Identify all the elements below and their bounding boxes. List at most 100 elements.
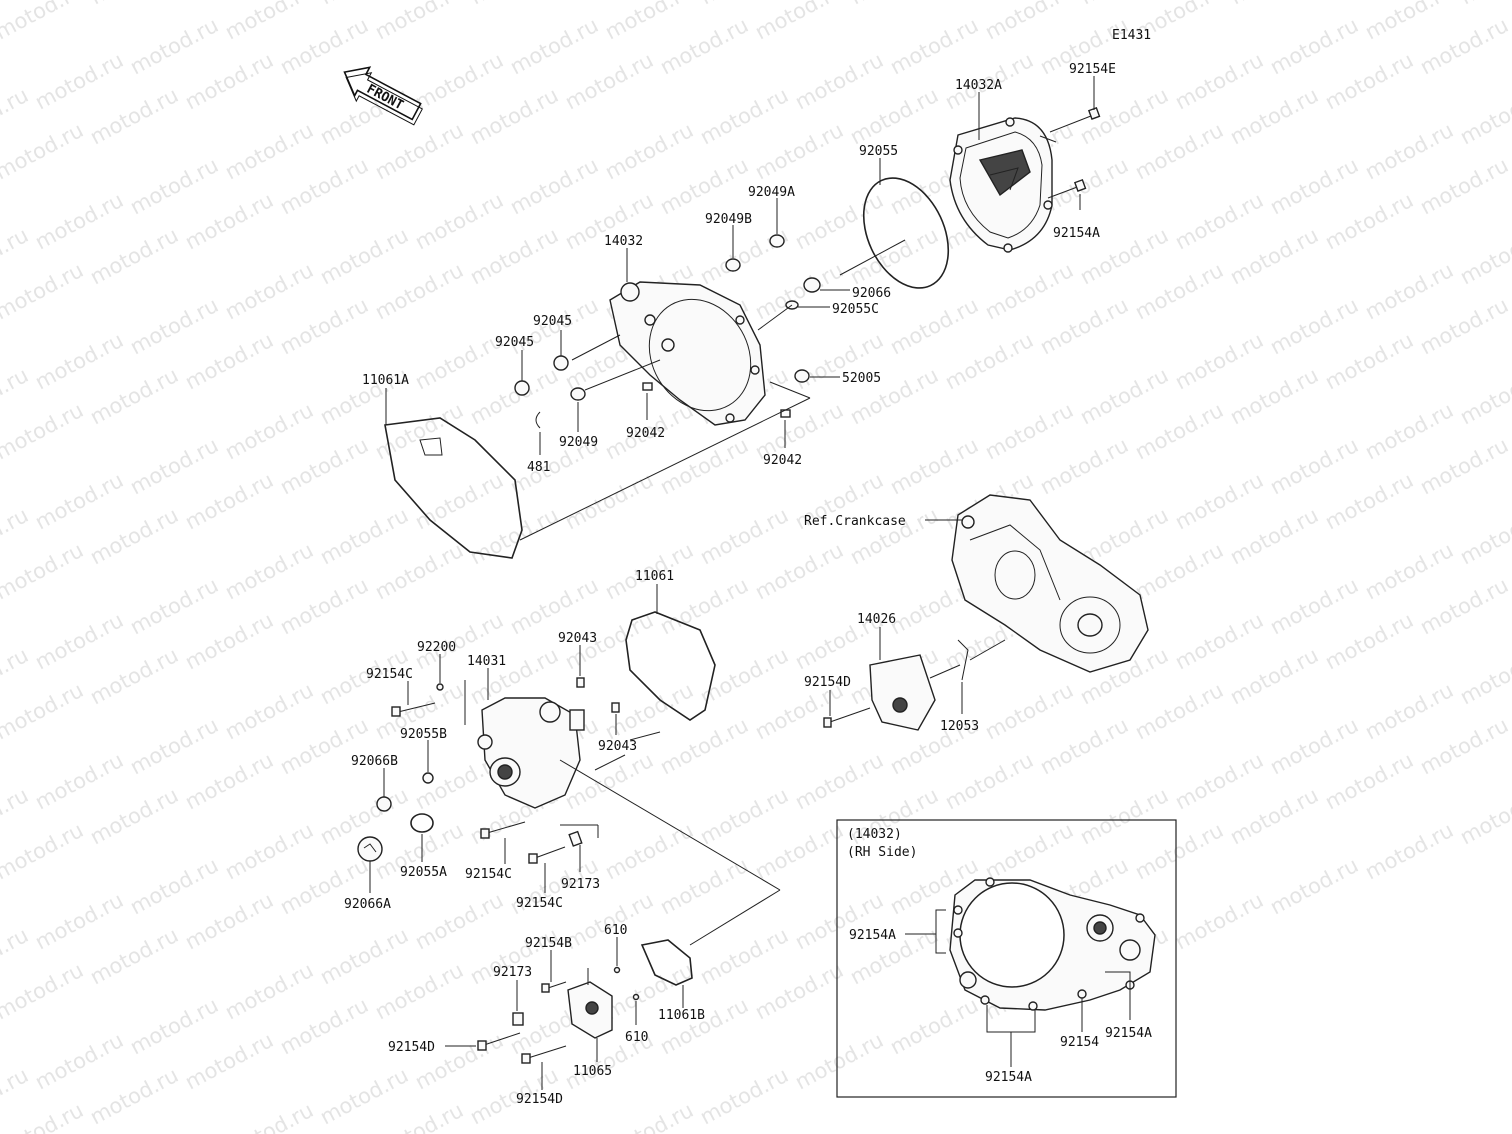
watermark-text: motod.ru [1226, 363, 1322, 429]
watermark-text: motod.ru [1321, 48, 1417, 114]
watermark-text: motod.ru [656, 153, 752, 219]
watermark-text: motod.ru [1171, 188, 1267, 254]
watermark-text: motod.ru [1456, 363, 1512, 429]
watermark-text: motod.ru [696, 783, 792, 849]
watermark-text: motod.ru [1171, 468, 1267, 534]
dowel-92043-b [611, 702, 620, 713]
watermark-text: motod.ru [1036, 293, 1132, 359]
watermark-text: motod.ru [696, 83, 792, 149]
watermark-text: motod.ru [601, 0, 697, 44]
watermark-text: motod.ru [696, 223, 792, 289]
watermark-text: motod.ru [791, 748, 887, 814]
watermark-text: motod.ru [0, 538, 87, 604]
label-92055C: 92055C [832, 302, 879, 317]
watermark-text: motod.ru [126, 153, 222, 219]
watermark-text: motod.ru [886, 433, 982, 499]
watermark-text: motod.ru [0, 0, 87, 44]
gasket-11061A [384, 417, 523, 559]
watermark-text: motod.ru [276, 993, 372, 1059]
watermark-text: motod.ru [316, 503, 412, 569]
label-92055B: 92055B [400, 727, 447, 742]
watermark-text: motod.ru [0, 643, 32, 709]
generator-cover-14031 [477, 697, 585, 809]
watermark-text: motod.ru [1416, 293, 1512, 359]
watermark-text: motod.ru [1036, 713, 1132, 779]
inset-title-line2: (RH Side) [847, 845, 917, 860]
watermark-text: motod.ru [1266, 433, 1362, 499]
label-92049A: 92049A [748, 185, 795, 200]
circlip-481 [535, 411, 541, 429]
clamp-92173-b [512, 1012, 524, 1026]
watermark-text: motod.ru [31, 748, 127, 814]
watermark-text: motod.ru [276, 293, 372, 359]
watermark-text: motod.ru [751, 118, 847, 184]
label-11065: 11065 [573, 1064, 612, 1079]
watermark-text: motod.ru [181, 468, 277, 534]
watermark-text: motod.ru [411, 468, 507, 534]
label-ref-crankcase: Ref.Crankcase [804, 514, 906, 529]
o-ring-92200 [436, 683, 444, 691]
watermark-text: motod.ru [466, 0, 562, 9]
watermark-text: motod.ru [1226, 643, 1322, 709]
watermark-text: motod.ru [1076, 783, 1172, 849]
watermark-text: motod.ru [0, 118, 87, 184]
watermark-text: motod.ru [466, 363, 562, 429]
watermark-text: motod.ru [371, 958, 467, 1024]
watermark-text: motod.ru [1131, 398, 1227, 464]
watermark-text: motod.ru [86, 83, 182, 149]
watermark-text: motod.ru [126, 993, 222, 1059]
watermark-text: motod.ru [1226, 783, 1322, 849]
watermark-text: motod.ru [126, 293, 222, 359]
watermark-text: motod.ru [1321, 748, 1417, 814]
watermark-text: motod.ru [561, 48, 657, 114]
seal-92049A [769, 234, 785, 248]
label-14032A: 14032A [955, 78, 1002, 93]
plug-92066 [803, 277, 821, 293]
label-481: 481 [527, 460, 550, 475]
watermark-text: motod.ru [181, 328, 277, 394]
watermark-text: motod.ru [886, 293, 982, 359]
seal-92049 [570, 387, 586, 401]
cover-11065 [567, 981, 613, 1039]
watermark-text: motod.ru [31, 608, 127, 674]
watermark-text: motod.ru [316, 923, 412, 989]
watermark-text: motod.ru [1416, 433, 1512, 499]
watermark-text: motod.ru [1131, 118, 1227, 184]
watermark-text: motod.ru [126, 853, 222, 919]
label-92154C-b: 92154C [465, 867, 512, 882]
watermark-text: motod.ru [1171, 48, 1267, 114]
watermark-text: motod.ru [751, 958, 847, 1024]
watermark-text: motod.ru [1131, 538, 1227, 604]
watermark-text: motod.ru [791, 1028, 887, 1094]
watermark-text: motod.ru [1361, 398, 1457, 464]
watermark-text: motod.ru [1266, 713, 1362, 779]
bolt-92154C-c [528, 846, 566, 864]
watermark-text: motod.ru [0, 1098, 87, 1134]
watermark-text: motod.ru [1321, 328, 1417, 394]
watermark-text: motod.ru [791, 48, 887, 114]
guide-12053 [957, 639, 969, 681]
watermark-text: motod.ru [0, 258, 87, 324]
watermark-text: motod.ru [181, 1028, 277, 1094]
label-inset-92154: 92154 [1060, 1035, 1099, 1050]
watermark-text: motod.ru [601, 118, 697, 184]
watermark-text: motod.ru [751, 0, 847, 44]
watermark-text: motod.ru [221, 818, 317, 884]
watermark-text: motod.ru [846, 223, 942, 289]
watermark-text: motod.ru [276, 573, 372, 639]
label-92154D-a: 92154D [804, 675, 851, 690]
gasket-11061B [640, 939, 693, 986]
label-92173-a: 92173 [561, 877, 600, 892]
watermark-text: motod.ru [561, 468, 657, 534]
watermark-text: motod.ru [0, 223, 32, 289]
label-92200: 92200 [417, 640, 456, 655]
watermark-text: motod.ru [411, 1028, 507, 1094]
watermark-text: motod.ru [1456, 783, 1512, 849]
washer-610-a [613, 966, 621, 974]
watermark-text: motod.ru [601, 1098, 697, 1134]
watermark-text: motod.ru [371, 1098, 467, 1134]
inset-box [836, 819, 1177, 1098]
watermark-text: motod.ru [981, 818, 1077, 884]
